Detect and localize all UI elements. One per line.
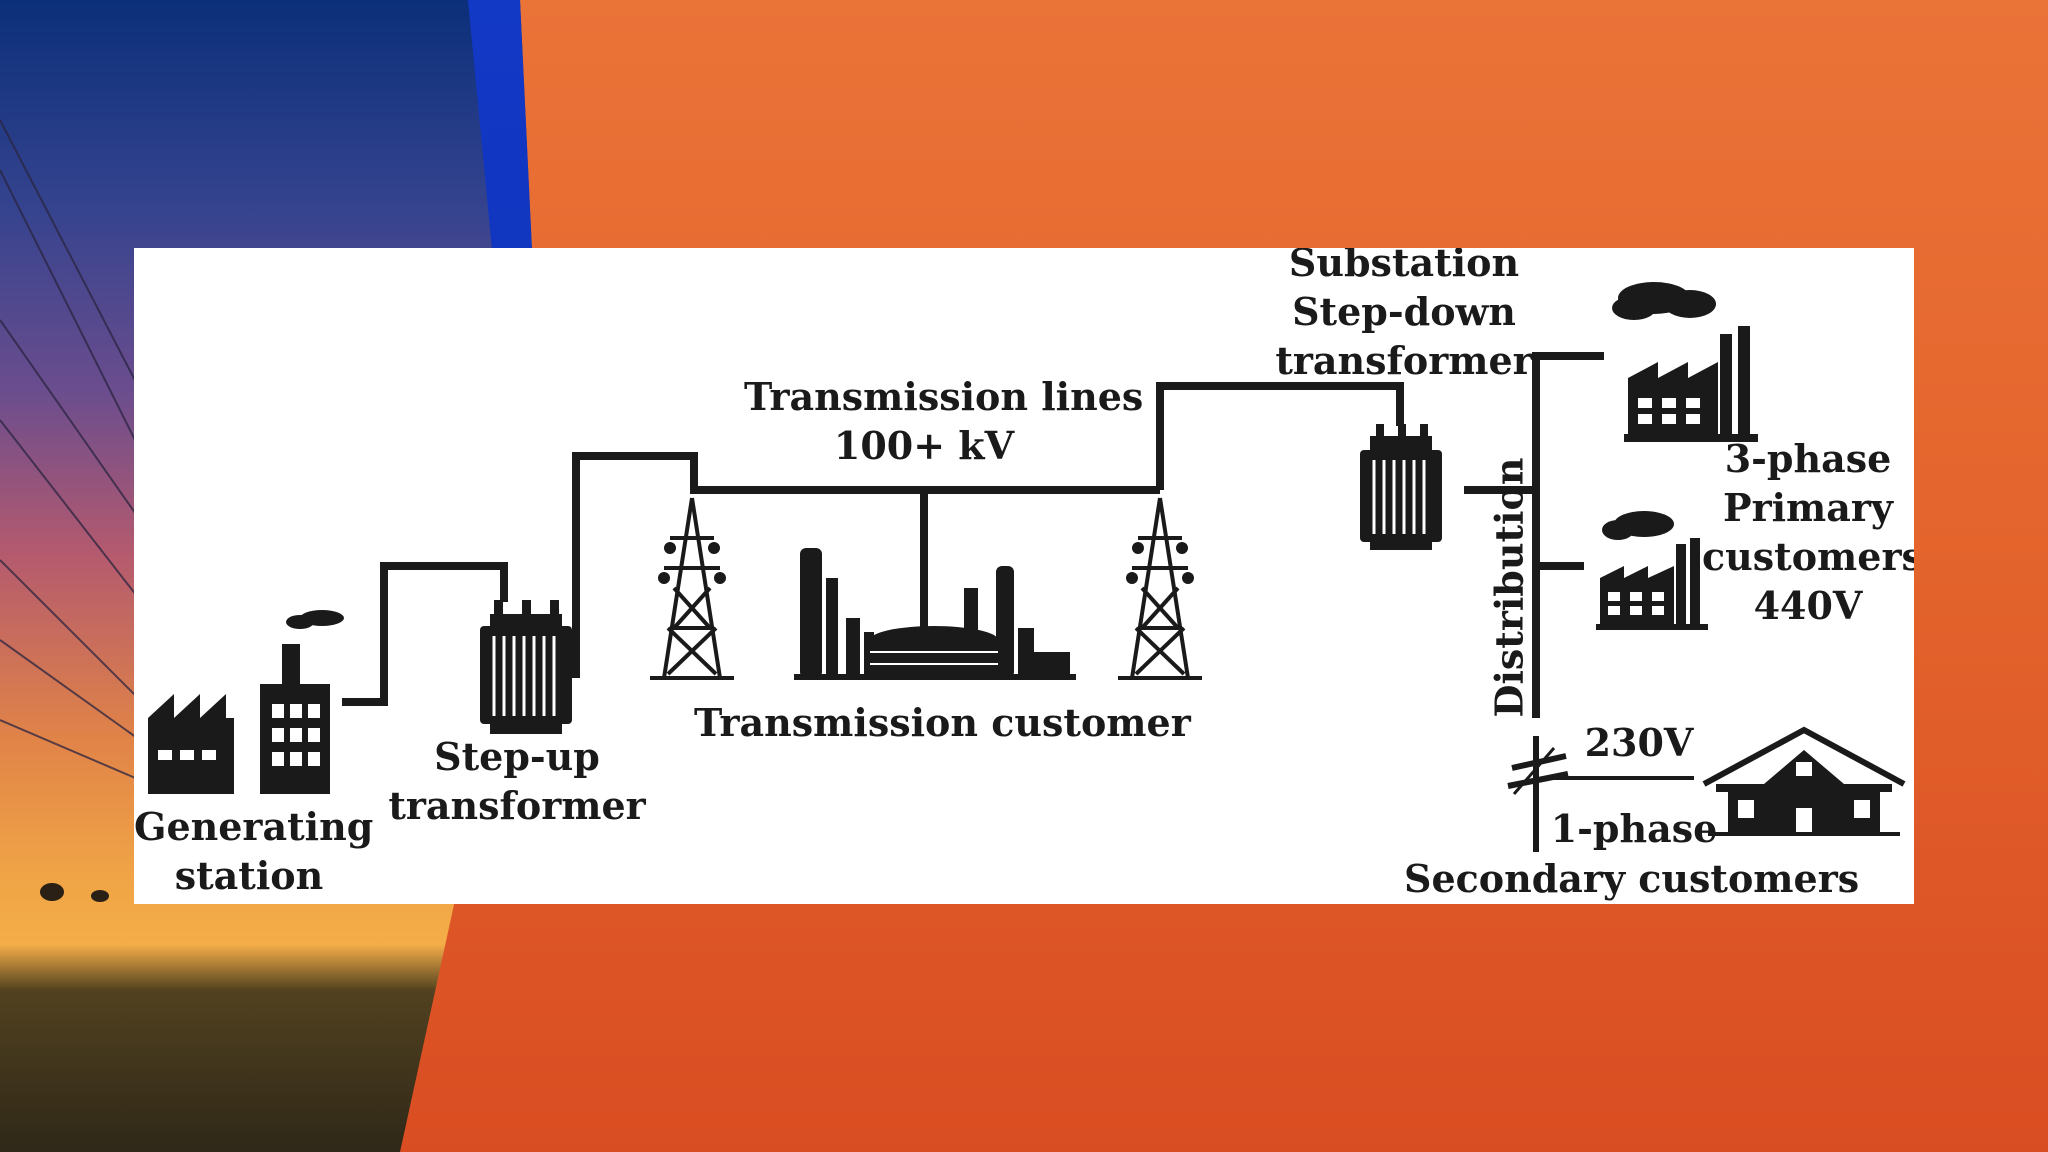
utility-pole-icon: [1507, 736, 1569, 852]
substation-label: Substation Step-down transformer: [1254, 248, 1554, 385]
wire-station-to-stepup: [342, 562, 508, 706]
generating-station-icon: [148, 610, 344, 794]
transmission-lines-line-1: Transmission lines: [744, 374, 1144, 419]
primary-customers-label: 3-phase Primary customers 440V: [1702, 434, 1914, 630]
secondary-customers-label: Secondary customers: [1404, 856, 1860, 901]
substation-transformer-icon: [1360, 424, 1442, 550]
distribution-bus: [1532, 352, 1604, 718]
generating-station-label: Generating station: [134, 802, 374, 900]
transmission-customer-plant-icon: [794, 548, 1076, 680]
voltage-230v-label: 230V: [1584, 720, 1694, 765]
transmission-lines-label: Transmission lines 100+ kV: [744, 372, 1144, 470]
transmission-lines-line-2: 100+ kV: [833, 423, 1015, 468]
primary-factory-small-icon: [1596, 511, 1708, 630]
power-lines-overlay: [0, 119, 141, 902]
one-phase-label: 1-phase: [1550, 806, 1718, 851]
primary-line-3: customers: [1702, 534, 1914, 579]
primary-line-1: 3-phase: [1724, 436, 1892, 481]
transmission-tower-right-icon: [1118, 497, 1202, 680]
wire-stepup-to-line: [572, 452, 698, 678]
generating-station-line-2: station: [174, 853, 324, 898]
step-up-transformer-icon: [480, 600, 572, 734]
step-up-transformer-label: Step-up transformer: [372, 732, 662, 830]
primary-line-4: 440V: [1753, 583, 1863, 628]
primary-line-2: Primary: [1723, 485, 1893, 530]
substation-line-1: Substation: [1288, 248, 1520, 285]
transmission-customer-label: Transmission customer: [694, 700, 1191, 745]
diagram-drawing: [148, 282, 1906, 852]
house-icon: [1702, 726, 1906, 836]
distribution-label: Distribution: [1486, 457, 1532, 718]
wire-to-substation: [1156, 382, 1404, 490]
substation-line-2: Step-down: [1292, 289, 1516, 334]
primary-factory-large-icon: [1612, 282, 1758, 442]
step-up-line-2: transformer: [388, 783, 646, 828]
transmission-tower-left-icon: [650, 497, 734, 680]
generating-station-line-1: Generating: [134, 804, 374, 849]
power-grid-diagram: Generating station Step-up transformer T…: [134, 248, 1914, 904]
step-up-line-1: Step-up: [434, 734, 600, 779]
substation-line-3: transformer: [1275, 338, 1533, 383]
